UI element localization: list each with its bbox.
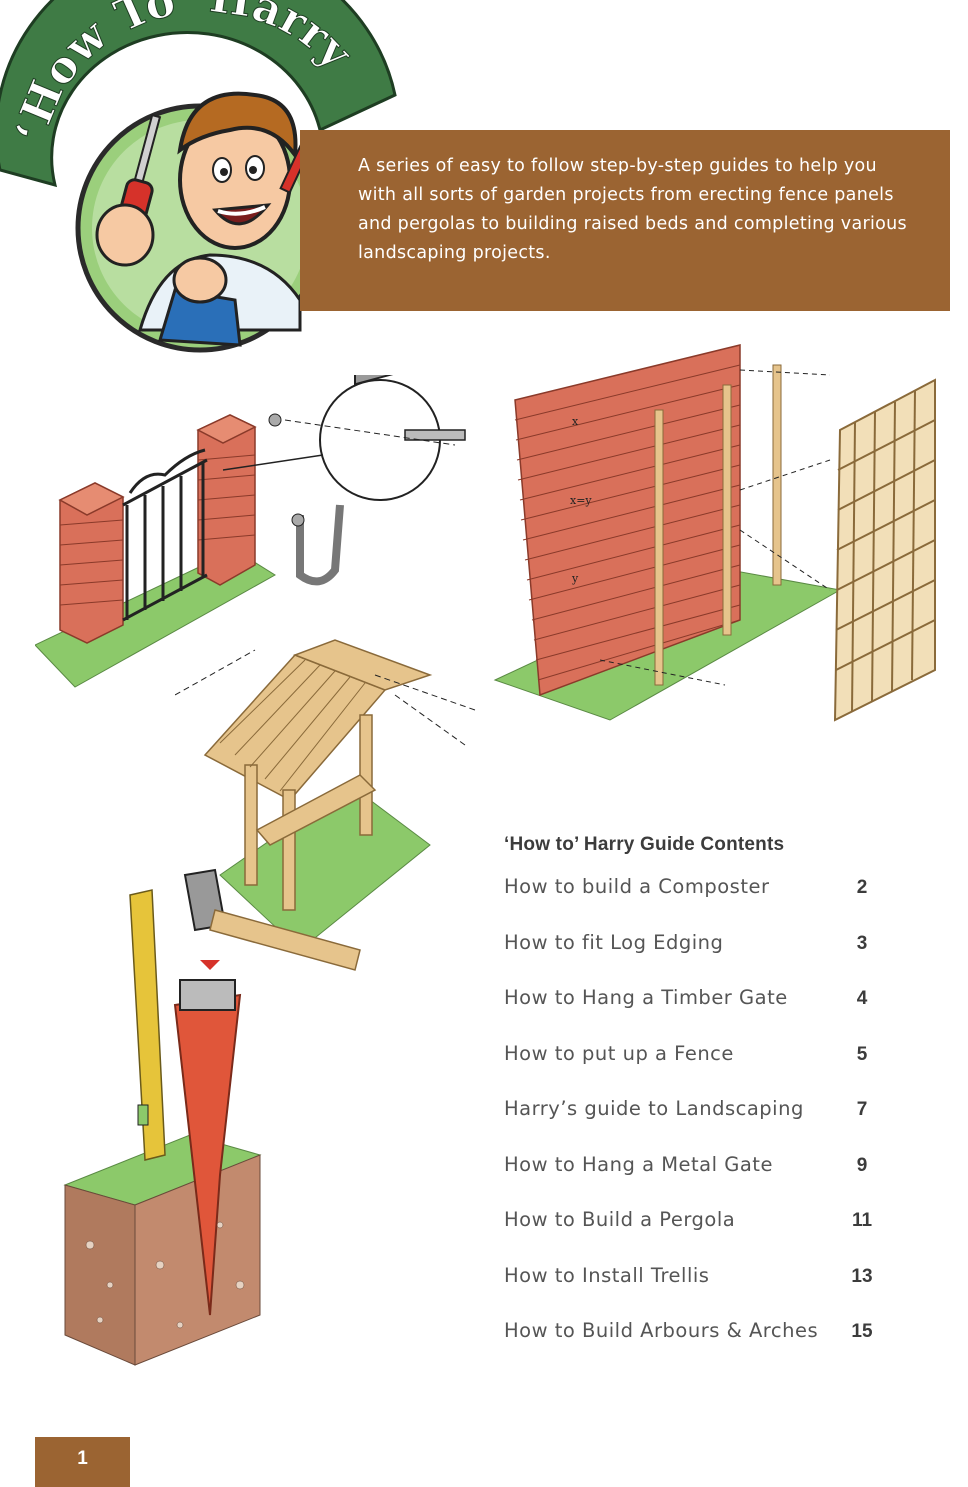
right-brick-pillar: [196, 414, 257, 586]
contents-item[interactable]: How to Build Arbours & Arches 15: [504, 1319, 904, 1375]
metal-gate-illustration: [35, 375, 466, 688]
contents-item-label: How to build a Composter: [504, 875, 770, 898]
contents-item-page: 3: [856, 932, 868, 954]
intro-banner: A series of easy to follow step-by-step …: [300, 130, 950, 311]
brick-wall-trellis-illustration: x x=y y: [493, 344, 936, 722]
contents-item[interactable]: How to Install Trellis 13: [504, 1264, 904, 1320]
wall-label-xy: x=y: [570, 494, 592, 507]
contents-item-label: How to fit Log Edging: [504, 930, 724, 954]
wall-label-y: y: [571, 572, 579, 585]
hammer-handle: [209, 909, 361, 971]
page-number-box: 1: [35, 1437, 130, 1487]
brick-courses: [514, 364, 741, 681]
contents-item-page: 13: [851, 1265, 873, 1287]
trellis-panel: [833, 378, 936, 722]
metal-gate: [122, 448, 208, 622]
contents-item[interactable]: How to put up a Fence 5: [504, 1042, 904, 1098]
contents-item-page: 4: [856, 988, 868, 1009]
arbour-illustration: [175, 639, 476, 951]
contents-item-label: How to Hang a Timber Gate: [504, 986, 788, 1009]
contents-list: How to build a Composter 2 How to fit Lo…: [504, 875, 904, 1375]
contents-item-page: 11: [851, 1210, 873, 1231]
left-brick-pillar: [58, 482, 125, 644]
post-spike-illustration: [63, 868, 361, 1366]
contents-item-page: 7: [856, 1099, 868, 1120]
contents-item-page: 15: [851, 1321, 873, 1342]
contents-item-label: How to Install Trellis: [504, 1263, 710, 1287]
contents-item-page: 5: [856, 1043, 868, 1065]
batten: [722, 384, 732, 636]
contents-item[interactable]: How to Hang a Timber Gate 4: [504, 986, 904, 1042]
contents-item-label: How to Hang a Metal Gate: [504, 1152, 773, 1176]
intro-text: A series of easy to follow step-by-step …: [358, 156, 907, 263]
page-number: 1: [77, 1448, 88, 1469]
contents-item-page: 2: [856, 877, 868, 898]
guide-contents: ‘How to’ Harry Guide Contents How to bui…: [504, 834, 904, 1375]
batten: [772, 364, 782, 586]
wall-label-x: x: [572, 415, 579, 428]
spirit-level: [129, 889, 166, 1161]
how-to-harry-logo: ‘How To’ Harry: [0, 0, 397, 353]
contents-item-label: How to put up a Fence: [504, 1041, 734, 1065]
contents-item[interactable]: Harry’s guide to Landscaping 7: [504, 1097, 904, 1153]
contents-title: ‘How to’ Harry Guide Contents: [504, 834, 785, 855]
contents-item[interactable]: How to Hang a Metal Gate 9: [504, 1153, 904, 1209]
contents-item[interactable]: How to build a Composter 2: [504, 875, 904, 931]
contents-item[interactable]: How to fit Log Edging 3: [504, 931, 904, 987]
contents-item-label: How to Build a Pergola: [504, 1208, 736, 1231]
contents-item[interactable]: How to Build a Pergola 11: [504, 1208, 904, 1264]
batten: [654, 409, 664, 686]
roof-slats: [219, 659, 366, 792]
contents-item-page: 9: [856, 1154, 868, 1176]
contents-item-label: How to Build Arbours & Arches: [504, 1319, 819, 1342]
contents-item-label: Harry’s guide to Landscaping: [504, 1097, 804, 1120]
